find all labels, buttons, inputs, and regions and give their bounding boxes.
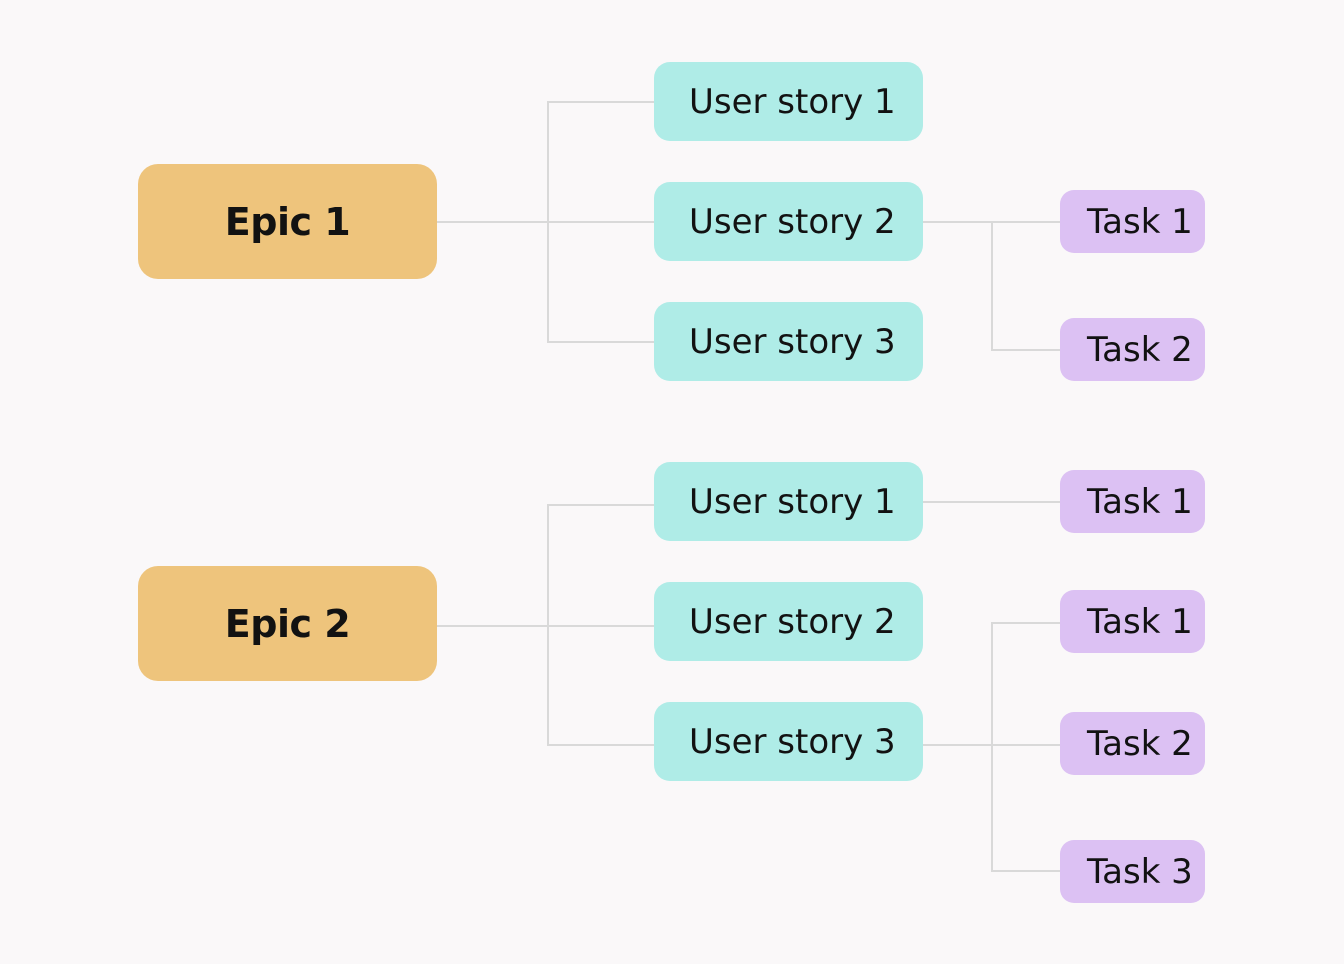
epic-2-story-3-task-2-box: Task 2 [1060, 712, 1205, 775]
epic-2-story-3-task-2-label: Task 2 [1087, 723, 1193, 764]
epic-2-story-1-task-1-label: Task 1 [1087, 481, 1193, 522]
epic-1-story-2-task-1-box: Task 1 [1060, 190, 1205, 253]
epic-2-user-story-2-label: User story 2 [689, 601, 896, 642]
epic-2-story-3-task-1-box: Task 1 [1060, 590, 1205, 653]
connector-epic-2-to-user-story-3 [437, 625, 655, 746]
epic-2-user-story-1-label: User story 1 [689, 481, 896, 522]
epic-1-label: Epic 1 [224, 199, 351, 244]
epic-2-user-story-3-label: User story 3 [689, 721, 896, 762]
epic-1-user-story-3-label: User story 3 [689, 321, 896, 362]
connector-epic-2-story-3-to-task-1 [922, 622, 1061, 746]
connector-epic-1-story-2-to-task-2 [922, 221, 1061, 351]
connector-epic-2-story-3-to-task-3 [922, 744, 1061, 872]
epic-1-box: Epic 1 [138, 164, 437, 279]
epic-1-user-story-3-box: User story 3 [654, 302, 923, 381]
epic-2-story-3-task-3-box: Task 3 [1060, 840, 1205, 903]
epic-1-user-story-2-label: User story 2 [689, 201, 896, 242]
epic-2-box: Epic 2 [138, 566, 437, 681]
epic-2-story-3-task-3-label: Task 3 [1087, 851, 1193, 892]
epic-2-story-1-task-1-box: Task 1 [1060, 470, 1205, 533]
connector-epic-1-to-user-story-1 [437, 101, 655, 223]
epic-1-story-2-task-1-label: Task 1 [1087, 201, 1193, 242]
connector-epic-2-to-user-story-1 [437, 504, 655, 627]
epic-2-user-story-1-box: User story 1 [654, 462, 923, 541]
epic-2-label: Epic 2 [224, 601, 351, 646]
epic-1-user-story-2-box: User story 2 [654, 182, 923, 261]
epic-1-story-2-task-2-box: Task 2 [1060, 318, 1205, 381]
epic-1-user-story-1-label: User story 1 [689, 81, 896, 122]
epic-2-user-story-2-box: User story 2 [654, 582, 923, 661]
epic-2-user-story-3-box: User story 3 [654, 702, 923, 781]
epic-1-user-story-1-box: User story 1 [654, 62, 923, 141]
epic-2-story-3-task-1-label: Task 1 [1087, 601, 1193, 642]
connector-epic-1-to-user-story-3 [437, 221, 655, 343]
epic-1-story-2-task-2-label: Task 2 [1087, 329, 1193, 370]
